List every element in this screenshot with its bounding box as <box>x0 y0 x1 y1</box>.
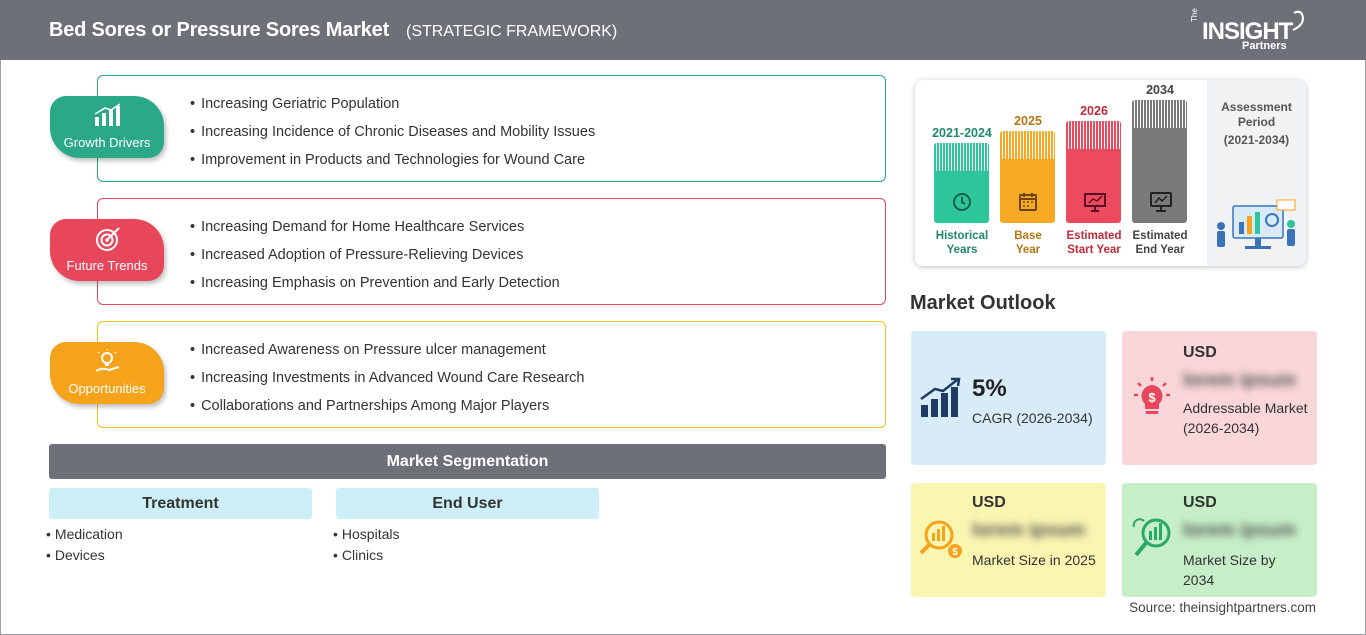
list-item: Collaborations and Partnerships Among Ma… <box>190 398 584 426</box>
caption-line: Start Year <box>1067 244 1121 256</box>
presentation-board-icon <box>1084 193 1106 212</box>
analyst-dashboard-icon <box>1217 199 1296 249</box>
bar-stripes <box>1066 121 1121 149</box>
list-item: Hospitals <box>333 526 400 547</box>
list-item: Increasing Emphasis on Prevention and Ea… <box>190 275 560 303</box>
future-trends-box: Increasing Demand for Home Healthcare Se… <box>97 198 886 305</box>
cagr-value: 5% <box>972 375 1007 402</box>
timeline-panel: Assessment Period (2021-2034) <box>915 80 1306 266</box>
assessment-period-panel: Assessment Period (2021-2034) <box>1207 80 1306 266</box>
list-item: Increased Awareness on Pressure ulcer ma… <box>190 342 584 370</box>
assessment-label-line2: Period <box>1237 115 1276 129</box>
caption-line: Historical <box>935 230 989 242</box>
list-item: Increasing Demand for Home Healthcare Se… <box>190 219 560 247</box>
opportunities-list: Increased Awareness on Pressure ulcer ma… <box>190 342 584 426</box>
caption-line: Year <box>1015 244 1041 256</box>
market-size-2025-card: $ USD lorem ipsum Market Size in 2025 <box>911 483 1106 597</box>
magnifier-dollar-icon: $ <box>919 520 962 558</box>
growth-drivers-list: Increasing Geriatric Population Increasi… <box>190 96 595 180</box>
opportunities-box: Increased Awareness on Pressure ulcer ma… <box>97 321 886 428</box>
bar-stripes <box>1000 131 1055 159</box>
market-size-2034-label: Market Size by 2034 <box>1183 552 1276 588</box>
svg-text:$: $ <box>952 547 958 558</box>
timeline-caption: Estimated Start Year <box>1054 229 1134 257</box>
svg-text:$: $ <box>1148 390 1156 405</box>
usd-label: USD <box>972 494 1006 511</box>
blurred-value: lorem ipsum <box>1183 370 1296 391</box>
opportunities-label: Opportunities <box>68 381 146 396</box>
company-logo[interactable]: The INSIGHT Partners <box>1190 8 1310 54</box>
caption-line: Estimated <box>1066 230 1122 242</box>
segment-heading-treatment: Treatment <box>49 488 312 519</box>
list-item: Clinics <box>333 547 400 568</box>
calendar-icon <box>1019 193 1037 211</box>
addressable-market-card: $ USD lorem ipsum Addressable Market (20… <box>1122 331 1317 465</box>
list-item: Increasing Incidence of Chronic Diseases… <box>190 124 595 152</box>
logo-the-text: The <box>1190 8 1199 22</box>
dollar-bulb-icon: $ <box>1134 377 1170 414</box>
caption-line: End Year <box>1135 244 1185 256</box>
end-user-list: Hospitals Clinics <box>333 526 400 568</box>
timeline-caption: Estimated End Year <box>1120 229 1200 257</box>
growth-chart-icon <box>920 377 961 417</box>
future-trends-badge: Future Trends <box>50 219 164 281</box>
segment-heading-end-user: End User <box>336 488 599 519</box>
timeline-bar-base-year <box>1000 131 1055 223</box>
logo-swoosh-icon <box>1292 10 1304 31</box>
list-item: Devices <box>46 547 123 568</box>
future-trends-list: Increasing Demand for Home Healthcare Se… <box>190 219 560 303</box>
market-outlook-title: Market Outlook <box>910 292 1056 314</box>
timeline-caption: Historical Years <box>922 229 1002 257</box>
growth-drivers-box: Increasing Geriatric Population Increasi… <box>97 75 886 182</box>
list-item: Increasing Investments in Advanced Wound… <box>190 370 584 398</box>
monitor-chart-icon <box>1150 192 1172 212</box>
timeline-bar-end-year <box>1132 100 1187 223</box>
source-credit[interactable]: Source: theinsightpartners.com <box>1129 600 1316 615</box>
lightbulb-hand-icon <box>95 349 120 372</box>
growth-drivers-label: Growth Drivers <box>63 135 151 150</box>
header-bar: Bed Sores or Pressure Sores Market (STRA… <box>0 0 1366 60</box>
timeline-caption: Base Year <box>988 229 1068 257</box>
timeline-bar-start-year <box>1066 121 1121 223</box>
bar-stripes <box>934 143 989 171</box>
timeline-year-label: 2034 <box>1146 83 1174 97</box>
list-item: Improvement in Products and Technologies… <box>190 152 595 180</box>
cagr-label: CAGR (2026-2034) <box>972 410 1093 426</box>
assessment-period-value: (2021-2034) <box>1223 133 1290 147</box>
timeline-year-label: 2021-2024 <box>932 126 992 140</box>
growth-drivers-badge: Growth Drivers <box>50 96 164 158</box>
logo-insight-text: INSIGHT <box>1202 18 1293 45</box>
page-title: Bed Sores or Pressure Sores Market <box>49 19 390 41</box>
usd-label: USD <box>1183 344 1217 361</box>
usd-label: USD <box>1183 494 1217 511</box>
future-trends-label: Future Trends <box>66 258 148 273</box>
blurred-value: lorem ipsum <box>972 520 1085 541</box>
timeline-year-label: 2025 <box>1014 114 1042 128</box>
page-subtitle: (STRATEGIC FRAMEWORK) <box>406 23 618 40</box>
market-size-2034-card: USD lorem ipsum Market Size by 2034 <box>1122 483 1317 597</box>
caption-line: Base <box>1014 230 1042 242</box>
history-clock-icon <box>953 193 971 211</box>
timeline-bar-historical <box>934 143 989 223</box>
target-icon <box>96 227 120 251</box>
opportunities-badge: Opportunities <box>50 342 164 404</box>
blurred-value: lorem ipsum <box>1183 520 1296 541</box>
magnifier-chart-icon <box>1132 518 1171 557</box>
market-segmentation-header: Market Segmentation <box>49 444 886 479</box>
caption-line: Years <box>946 244 978 256</box>
bar-stripes <box>1132 100 1187 128</box>
addressable-market-label: Addressable Market (2026-2034) <box>1183 400 1308 436</box>
market-size-2025-label: Market Size in 2025 <box>972 552 1096 568</box>
treatment-list: Medication Devices <box>46 526 123 568</box>
list-item: Increasing Geriatric Population <box>190 96 595 124</box>
assessment-label: Assessment Period <box>1207 100 1306 130</box>
logo-partners-text: Partners <box>1242 40 1287 52</box>
list-item: Increased Adoption of Pressure-Relieving… <box>190 247 560 275</box>
list-item: Medication <box>46 526 123 547</box>
caption-line: Estimated <box>1132 230 1188 242</box>
assessment-label-line1: Assessment <box>1221 100 1292 114</box>
cagr-card: 5% CAGR (2026-2034) <box>911 331 1106 465</box>
bar-chart-growth-icon <box>94 103 121 126</box>
timeline-year-label: 2026 <box>1080 104 1108 118</box>
